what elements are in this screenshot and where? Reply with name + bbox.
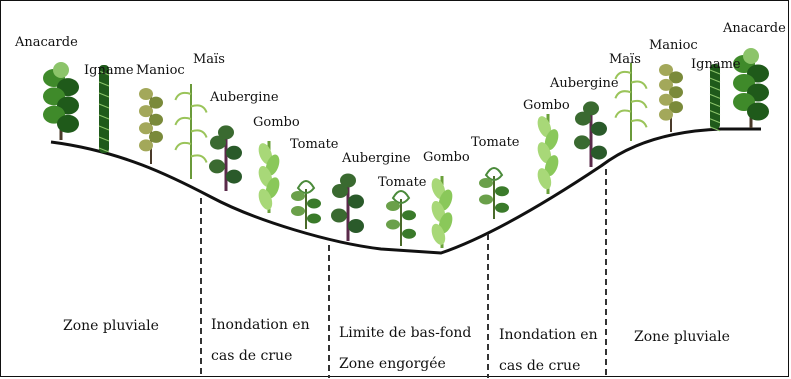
plant-aubergine-icon xyxy=(331,174,364,242)
plant-gombo-icon xyxy=(256,141,282,213)
plant-anacarde-icon xyxy=(43,62,79,140)
plant-label: Aubergine xyxy=(549,76,619,91)
zone-label-5: Zone pluviale xyxy=(634,329,730,345)
plant-label: Anacarde xyxy=(722,21,786,36)
plant-label: Maïs xyxy=(609,52,641,67)
plant-gombo-icon xyxy=(535,114,561,194)
plant-label: Igname xyxy=(691,57,741,72)
plant-label: Manioc xyxy=(649,38,698,53)
plant-label: Maïs xyxy=(193,52,225,67)
plant-label: Aubergine xyxy=(209,90,279,105)
plant-manioc-icon xyxy=(139,88,163,164)
zone-label-line: Inondation en xyxy=(211,317,310,333)
plant-tomate-icon xyxy=(386,191,416,246)
zone-label-line: Zone engorgée xyxy=(339,356,446,372)
plant-manioc-icon xyxy=(659,64,683,132)
plant-label: Tomate xyxy=(378,175,427,190)
plant-mas-icon xyxy=(175,84,206,179)
plant-label: Manioc xyxy=(136,63,185,78)
zone-label-2: Inondation en cas de crue xyxy=(211,317,310,364)
zone-label-line: Zone pluviale xyxy=(634,329,730,345)
plant-label: Tomate xyxy=(290,137,339,152)
plant-label: Anacarde xyxy=(14,35,78,50)
plant-label: Gombo xyxy=(253,115,300,130)
plant-tomate-icon xyxy=(479,168,509,219)
plant-aubergine-icon xyxy=(209,125,242,191)
zone-label-line: Inondation en xyxy=(499,327,598,343)
zone-label-1: Zone pluviale xyxy=(63,318,159,334)
plant-igname-icon xyxy=(710,64,720,131)
plant-label: Tomate xyxy=(471,135,520,150)
plant-mas-icon xyxy=(615,63,646,141)
zone-label-4: Inondation en cas de crue xyxy=(499,327,598,374)
plant-label: Gombo xyxy=(423,150,470,165)
plant-aubergine-icon xyxy=(574,101,607,167)
zone-label-line: cas de crue xyxy=(211,348,292,364)
zone-label-line: cas de crue xyxy=(499,358,580,374)
zone-label-line: Limite de bas-fond xyxy=(339,325,471,341)
plant-tomate-icon xyxy=(291,181,321,229)
plant-igname-icon xyxy=(99,65,109,153)
plant-gombo-icon xyxy=(429,176,455,248)
plant-label: Aubergine xyxy=(341,151,411,166)
plant-label: Igname xyxy=(84,63,134,78)
plant-label: Gombo xyxy=(523,98,570,113)
zone-label-line: Zone pluviale xyxy=(63,318,159,334)
